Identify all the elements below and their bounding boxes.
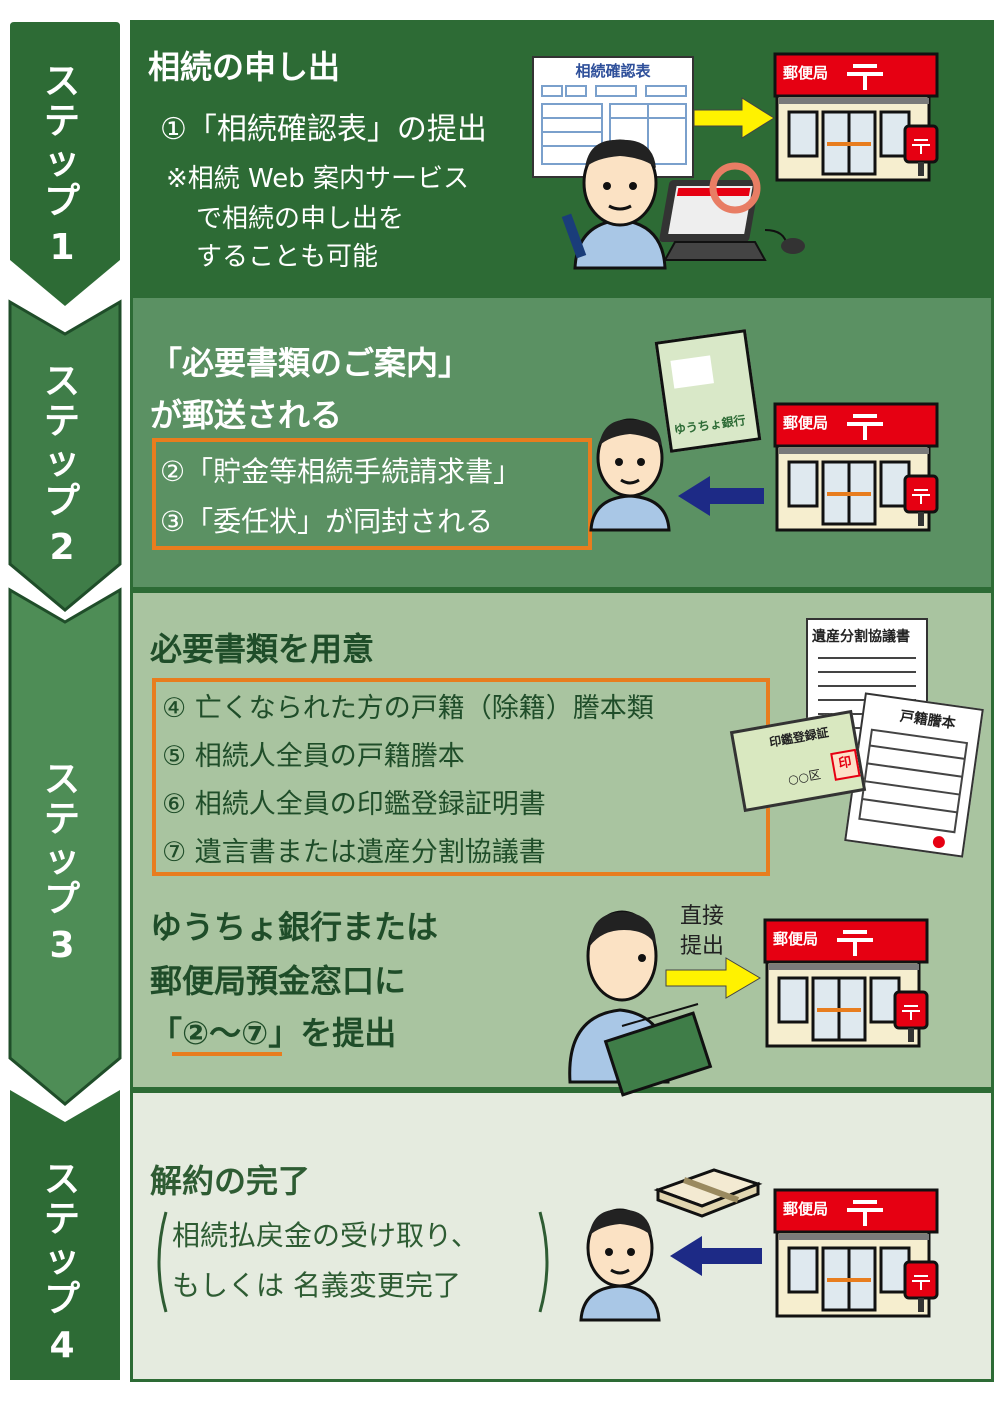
step3-item5: ⑤ 相続人全員の戸籍謄本	[162, 741, 465, 772]
person-receiving-illustration	[589, 418, 671, 532]
post-office-step4: 郵便局	[773, 1188, 941, 1318]
post-office-step2: 郵便局	[773, 402, 941, 532]
step2-enclosure-box	[152, 438, 592, 550]
person-submitting-illustration	[568, 910, 713, 1097]
post-office-label: 郵便局	[783, 64, 829, 82]
post-office-label: 郵便局	[783, 1200, 829, 1218]
yellow-arrow-step1	[693, 97, 775, 139]
card-area: ○○区	[786, 767, 822, 787]
step3-label: ステップ 3	[43, 759, 80, 966]
direct-label-line2: 提出	[680, 934, 725, 959]
step3-item7: ⑦ 遺言書または遺産分割協議書	[162, 837, 546, 868]
post-office-label: 郵便局	[773, 930, 819, 948]
step2-title-line2: が郵送される	[150, 396, 343, 434]
step3-item4: ④ 亡くなられた方の戸籍（除籍）謄本類	[162, 693, 654, 724]
step1-note-line3: することも可能	[196, 242, 379, 272]
step4-label: ステップ 4	[43, 1159, 80, 1366]
step1-note-line1: ※相続 Web 案内サービス	[166, 164, 469, 194]
envelope-label: ゆうちょ銀行	[673, 413, 747, 438]
money-bundle-illustration	[653, 1168, 763, 1218]
direct-label-line1: 直接	[680, 904, 725, 929]
step2-title-line1: 「必要書類のご案内」	[150, 344, 471, 382]
doc-title: 遺産分割協議書	[812, 629, 910, 645]
step2-item3: ③「委任状」が同封される	[160, 505, 494, 538]
step1-note-line2: で相続の申し出を	[196, 204, 405, 234]
step1-arrow	[10, 22, 120, 306]
step3-arrow	[8, 587, 122, 1106]
step4-arrow	[10, 1090, 120, 1380]
left-paren	[157, 1211, 168, 1313]
family-register-doc: 戸籍謄本	[844, 692, 984, 858]
step1-title: 相続の申し出	[148, 48, 341, 86]
step4-line2: もしくは 名義変更完了	[172, 1269, 461, 1302]
step4-line1: 相続払戻金の受け取り、	[172, 1219, 479, 1252]
step2-label: ステップ 2	[43, 361, 80, 568]
form-title: 相続確認表	[575, 62, 651, 80]
right-paren	[538, 1211, 549, 1313]
step2-item2: ②「貯金等相続手続請求書」	[160, 455, 522, 488]
blue-arrow-step4	[670, 1236, 762, 1276]
step2-arrow	[8, 299, 122, 612]
range-underline	[172, 1052, 282, 1056]
person-writing-illustration	[561, 139, 667, 270]
step4-title: 解約の完了	[150, 1162, 311, 1200]
person-completed-illustration	[579, 1208, 661, 1322]
post-office-step3: 郵便局	[763, 918, 931, 1048]
step3-submit-line1: ゆうちょ銀行または	[150, 908, 439, 946]
post-office-step1: 郵便局	[773, 52, 941, 182]
laptop-illustration	[659, 162, 805, 261]
step1-label: ステップ 1	[43, 61, 80, 268]
post-office-label: 郵便局	[783, 414, 829, 432]
blue-arrow-step2	[678, 476, 764, 516]
yellow-arrow-step3	[665, 957, 761, 999]
card-seal: 印	[830, 748, 861, 781]
step3-submit-line2: 郵便局預金窓口に	[150, 962, 407, 1000]
step3-submit-line3: 「②〜⑦」を提出	[150, 1014, 397, 1052]
card-title: 印鑑登録証	[768, 725, 830, 750]
step3-title: 必要書類を用意	[150, 630, 375, 668]
step1-item1: ①「相続確認表」の提出	[160, 112, 487, 147]
step3-item6: ⑥ 相続人全員の印鑑登録証明書	[162, 789, 546, 820]
